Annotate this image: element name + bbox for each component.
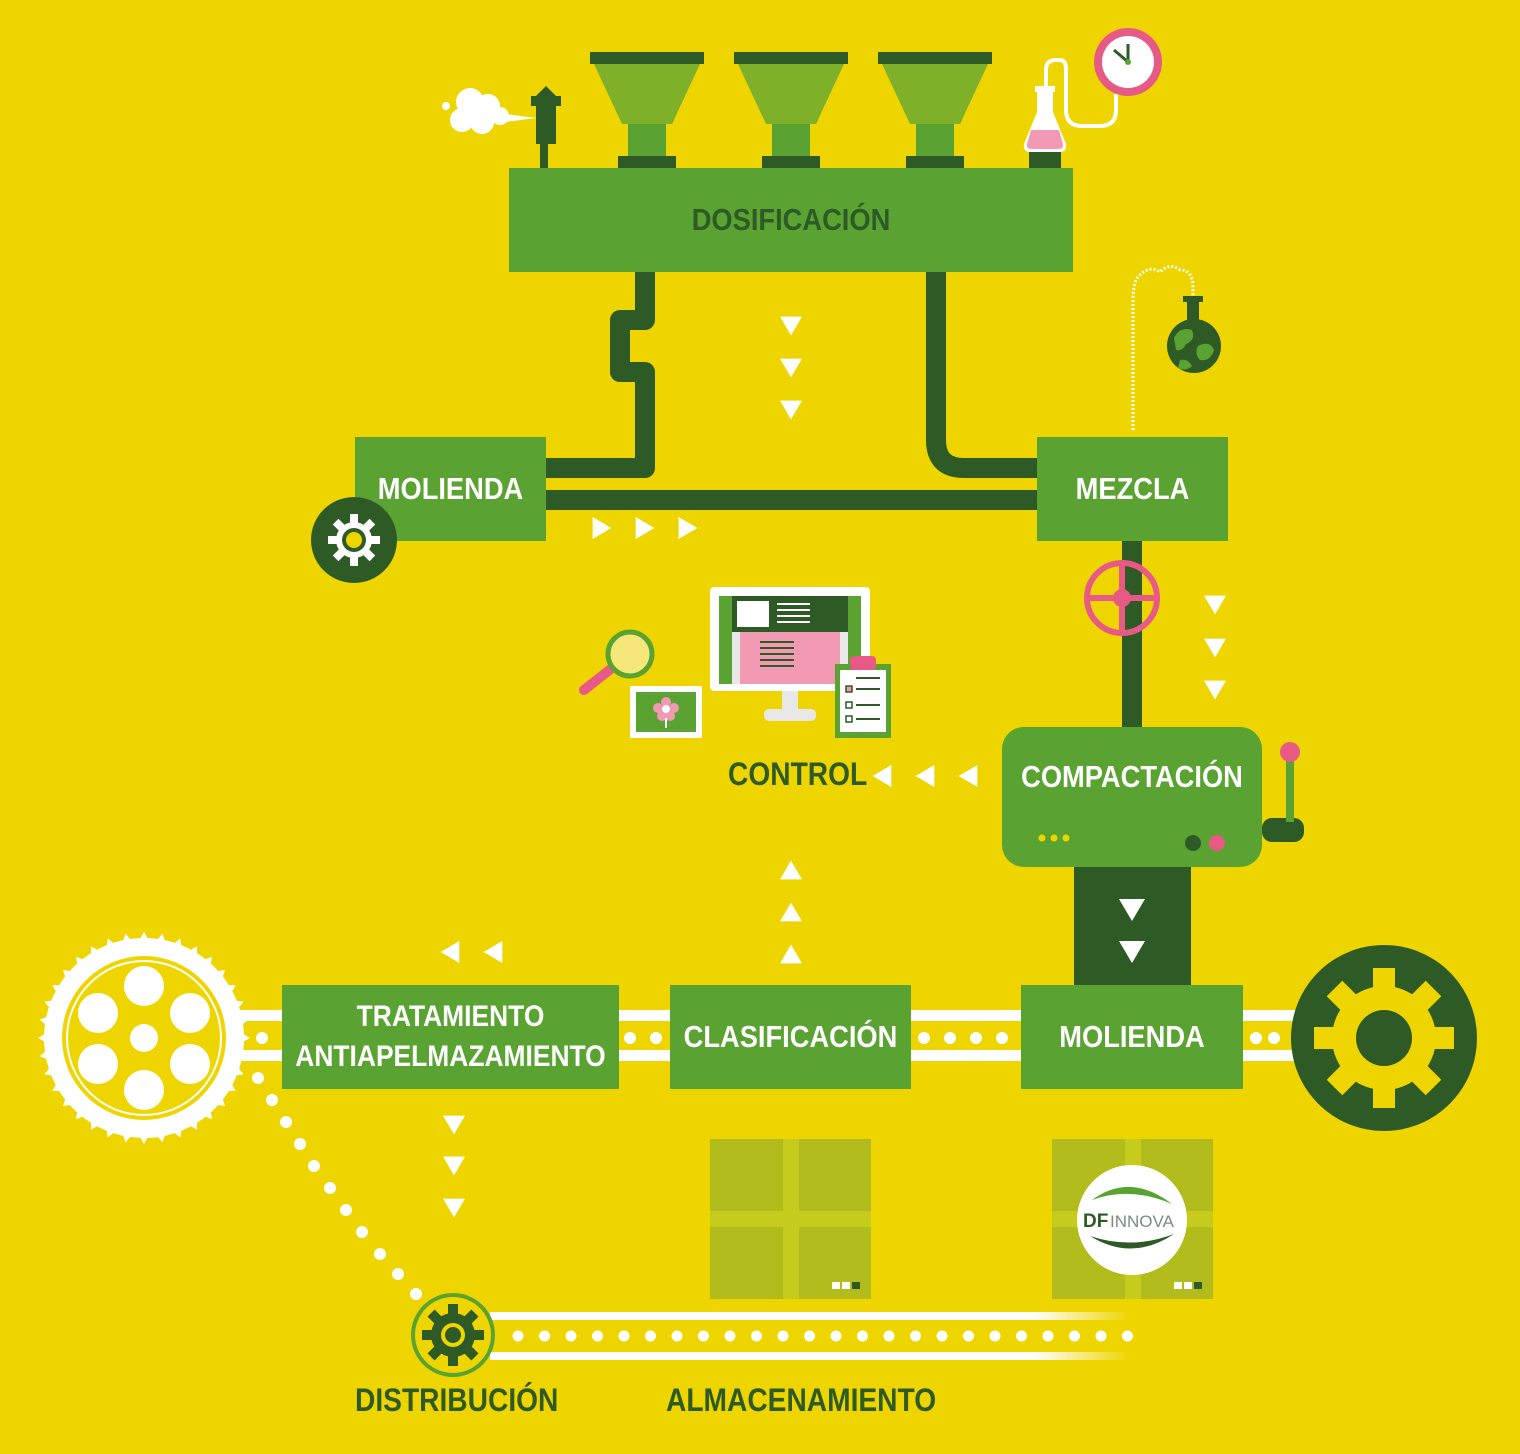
clipboard-icon — [835, 656, 891, 738]
stage-almacenamiento-label: ALMACENAMIENTO — [666, 1382, 937, 1418]
arrow-icon — [1204, 680, 1226, 700]
monitor-icon — [710, 587, 870, 721]
arrow-icon — [915, 765, 935, 787]
stage-dosificacion-label: DOSIFICACIÓN — [691, 202, 891, 238]
distribution-path — [252, 1072, 422, 1300]
storage-belt — [490, 1312, 1133, 1360]
arrow-icon — [780, 400, 802, 420]
stage-dosificacion: DOSIFICACIÓN — [543, 168, 1039, 272]
arrow-icon — [443, 1115, 465, 1135]
arrow-icon — [1119, 898, 1145, 922]
stage-compactacion-label: COMPACTACIÓN — [1021, 759, 1243, 794]
arrow-icon — [440, 316, 1226, 1218]
logo-text-innova: INNOVA — [1110, 1212, 1175, 1231]
clock-icon — [1094, 28, 1162, 96]
lever-icon — [1262, 742, 1304, 842]
stage-tratamiento-label-line1: TRATAMIENTO — [356, 999, 545, 1033]
arrow-icon — [780, 358, 802, 378]
arrow-icon — [443, 1198, 465, 1218]
gear-icon — [1291, 945, 1477, 1131]
stage-mezcla-label: MEZCLA — [1075, 471, 1190, 507]
stage-molienda-bottom-label: MOLIENDA — [1059, 1019, 1205, 1055]
stage-control-label: CONTROL — [728, 756, 868, 792]
compactation-machine — [1002, 727, 1304, 990]
gear-icon — [311, 497, 397, 583]
stage-molienda-top: MOLIENDA — [366, 437, 534, 541]
magnifier-icon — [579, 629, 655, 695]
arrow-icon — [958, 765, 978, 787]
flower-photo-icon — [630, 686, 702, 738]
arrow-icon — [440, 941, 460, 963]
stage-mezcla: MEZCLA — [1048, 437, 1216, 541]
arrow-icon — [1119, 940, 1145, 964]
arrow-icon — [635, 517, 655, 539]
arrow-icon — [483, 941, 503, 963]
stage-clasificacion: CLASIFICACIÓN — [683, 985, 898, 1089]
gear-icon — [411, 1293, 495, 1377]
company-logo: DF INNOVA — [1077, 1165, 1187, 1275]
stage-tratamiento: TRATAMIENTO ANTIAPELMAZAMIENTO — [295, 985, 605, 1089]
stage-molienda-top-label: MOLIENDA — [377, 471, 524, 507]
arrow-icon — [872, 765, 892, 787]
arrow-icon — [780, 944, 802, 964]
stage-compactacion: COMPACTACIÓN — [1018, 727, 1247, 827]
pulley-wheel-icon — [38, 932, 250, 1144]
arrow-icon — [443, 1156, 465, 1176]
arrow-icon — [678, 517, 698, 539]
stage-tratamiento-label-line2: ANTIAPELMAZAMIENTO — [295, 1040, 606, 1073]
logo-text-df: DF — [1083, 1211, 1108, 1232]
arrow-icon — [780, 902, 802, 922]
stage-distribucion-label: DISTRIBUCIÓN — [355, 1382, 559, 1418]
stage-boxes — [282, 168, 1243, 1089]
valve-wheel-icon — [1084, 560, 1160, 636]
hopper-icon — [590, 52, 992, 168]
arrow-icon — [1204, 595, 1226, 615]
stage-clasificacion-label: CLASIFICACIÓN — [683, 1019, 898, 1055]
stage-molienda-bottom: MOLIENDA — [1034, 985, 1229, 1089]
flask-icon — [1023, 86, 1067, 168]
arrow-icon — [592, 517, 612, 539]
clock-tube — [1044, 58, 1118, 128]
pipes — [546, 272, 1142, 727]
chimney-icon — [490, 86, 561, 168]
globe-flask-icon — [1131, 265, 1221, 430]
arrow-icon — [780, 316, 802, 336]
box-icon — [710, 1139, 871, 1299]
arrow-icon — [780, 860, 802, 880]
steam-icon — [442, 88, 509, 134]
arrow-icon — [1204, 638, 1226, 658]
